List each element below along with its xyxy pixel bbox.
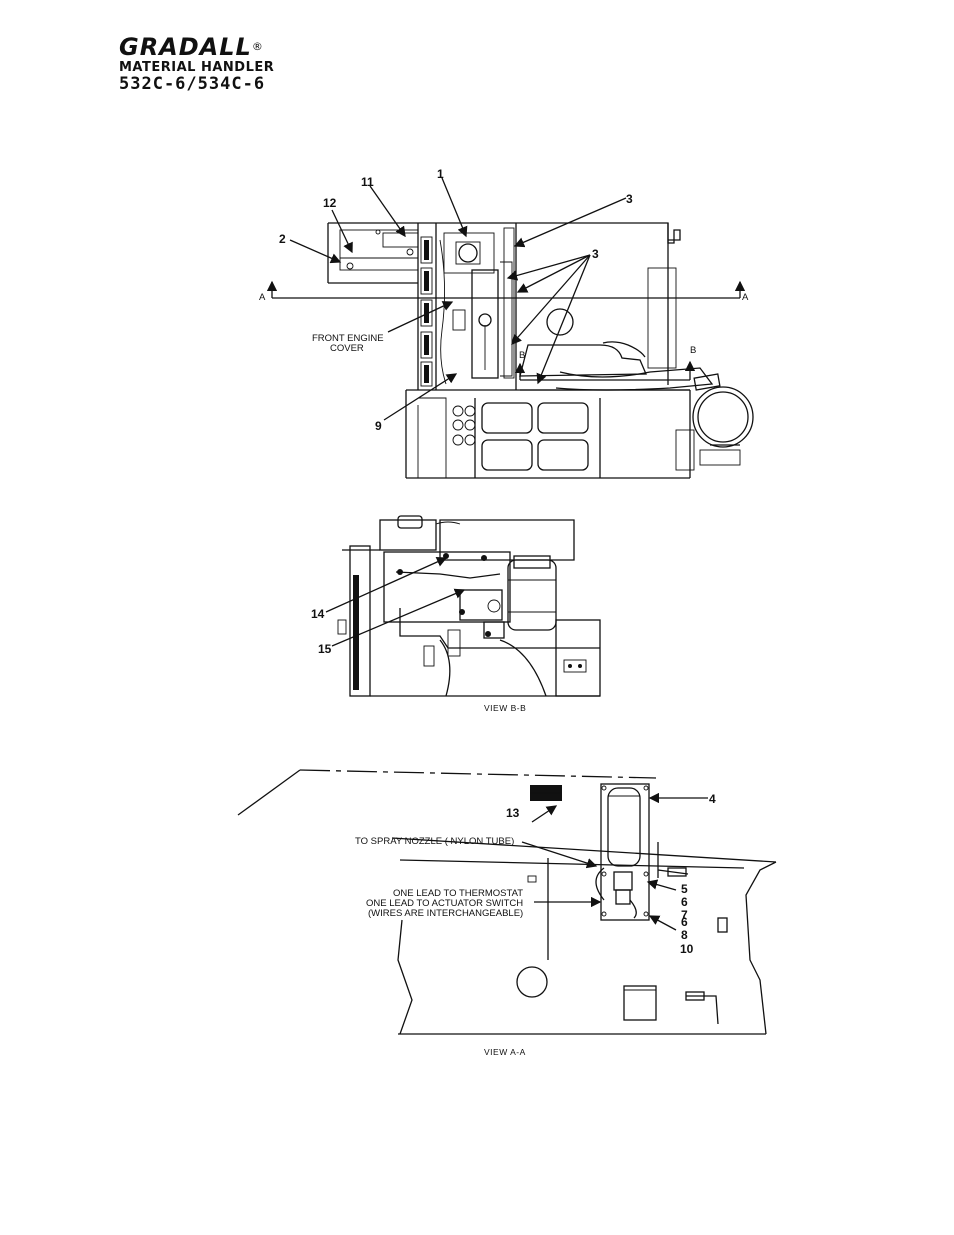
view-bb-caption: VIEW B-B (484, 703, 526, 713)
product-line: MATERIAL HANDLER (119, 60, 275, 75)
view-bb: 14 15 VIEW B-B (311, 515, 601, 713)
model-numbers: 532C-6/534C-6 (119, 74, 266, 94)
section-b-right: B (690, 345, 696, 356)
callout-3: 3 (626, 192, 633, 206)
callout-8: 8 (681, 928, 688, 942)
callout-3b: 3 (592, 247, 599, 261)
callout-4: 4 (709, 792, 716, 806)
callout-7: 7 (681, 908, 688, 922)
wires-interchangeable-label: (WIRES ARE INTERCHANGEABLE) (368, 908, 523, 919)
callout-14: 14 (311, 607, 325, 621)
view-aa-caption: VIEW A-A (484, 1047, 526, 1057)
callout-15: 15 (318, 642, 332, 656)
callout-6: 6 (681, 895, 688, 909)
callout-1: 1 (437, 167, 444, 181)
document-header: GRADALL® MATERIAL HANDLER 532C-6/534C-6 (119, 34, 274, 94)
callout-5: 5 (681, 882, 688, 896)
callout-9: 9 (375, 419, 382, 433)
section-a-left: A (259, 292, 266, 303)
front-engine-cover-label: FRONT ENGINE (312, 333, 384, 344)
spray-nozzle-label: TO SPRAY NOZZLE ( NYLON TUBE) (355, 836, 514, 847)
section-b-left: B (519, 350, 525, 361)
top-view: 11 1 3 12 2 3 9 A A B B FRONT ENGINE COV… (259, 167, 754, 479)
lead-actuator-label: ONE LEAD TO ACTUATOR SWITCH (366, 898, 523, 909)
callout-6b-text: 6 (681, 915, 688, 929)
section-a-right: A (742, 292, 749, 303)
view-aa: 4 13 5 6 7 6 8 10 TO SPRAY NOZZLE ( NYLO… (237, 769, 777, 1057)
brand-logo: GRADALL® (119, 33, 264, 61)
front-engine-cover-label-2: COVER (330, 343, 364, 354)
callout-13: 13 (506, 806, 520, 820)
callout-10: 10 (680, 942, 694, 956)
callout-2: 2 (279, 232, 286, 246)
callout-12: 12 (323, 196, 337, 210)
lead-thermostat-label: ONE LEAD TO THERMOSTAT (393, 888, 523, 899)
callout-11: 11 (361, 175, 374, 189)
